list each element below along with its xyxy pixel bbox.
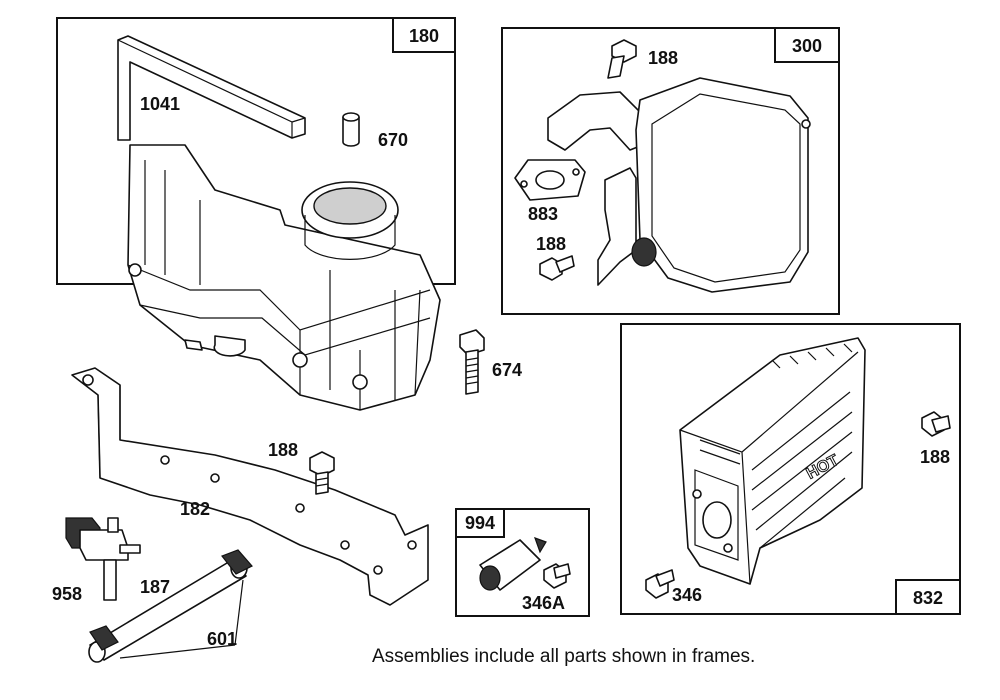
leader-601	[119, 579, 244, 659]
fuel-line	[88, 549, 253, 663]
frame-832-border	[620, 323, 961, 615]
fitting-994	[479, 537, 547, 591]
label-674: 674	[492, 360, 522, 380]
label-188-top: 188	[648, 48, 678, 68]
label-188-right: 188	[920, 447, 950, 467]
bolt-346	[645, 569, 675, 599]
exhaust-gasket	[514, 159, 586, 201]
label-188-mid: 188	[536, 234, 566, 254]
label-958: 958	[52, 584, 82, 604]
frame-180-tag	[392, 17, 456, 53]
muffler-heat-guard: HOT	[679, 337, 866, 585]
frame-300-tag	[774, 27, 840, 63]
frame-300-border	[501, 27, 840, 315]
bolt-188-top	[607, 39, 637, 79]
frame-994-tag	[455, 508, 505, 538]
label-346: 346	[672, 585, 702, 605]
bolt-188-bracket	[309, 451, 335, 495]
frame-832: 832	[620, 323, 961, 615]
label-187: 187	[140, 577, 170, 597]
bolt-346A	[543, 563, 571, 589]
label-346A: 346A	[522, 593, 565, 613]
frame-180-number: 180	[409, 26, 439, 46]
bolt-188-right	[921, 411, 951, 437]
frame-300: 300	[501, 27, 840, 315]
label-883: 883	[528, 204, 558, 224]
bolt-188-mid	[539, 255, 575, 281]
frame-994-border	[455, 508, 590, 617]
frame-832-number: 832	[913, 588, 943, 608]
label-1041: 1041	[140, 94, 180, 114]
fuel-tank	[127, 144, 441, 411]
tube-spacer	[342, 112, 360, 147]
label-188-bracket: 188	[268, 440, 298, 460]
label-601: 601	[207, 629, 237, 649]
muffler	[547, 77, 811, 293]
frame-994: 994	[455, 508, 590, 617]
bolt-674	[459, 329, 485, 395]
label-182: 182	[180, 499, 210, 519]
frame-300-number: 300	[792, 36, 822, 56]
footer-note: Assemblies include all parts shown in fr…	[372, 646, 755, 667]
fuel-shutoff-valve	[65, 517, 141, 601]
label-670: 670	[378, 130, 408, 150]
frame-994-number: 994	[465, 513, 495, 533]
tank-strap	[117, 35, 306, 141]
frame-832-tag	[895, 579, 961, 615]
tank-bracket	[71, 367, 429, 606]
